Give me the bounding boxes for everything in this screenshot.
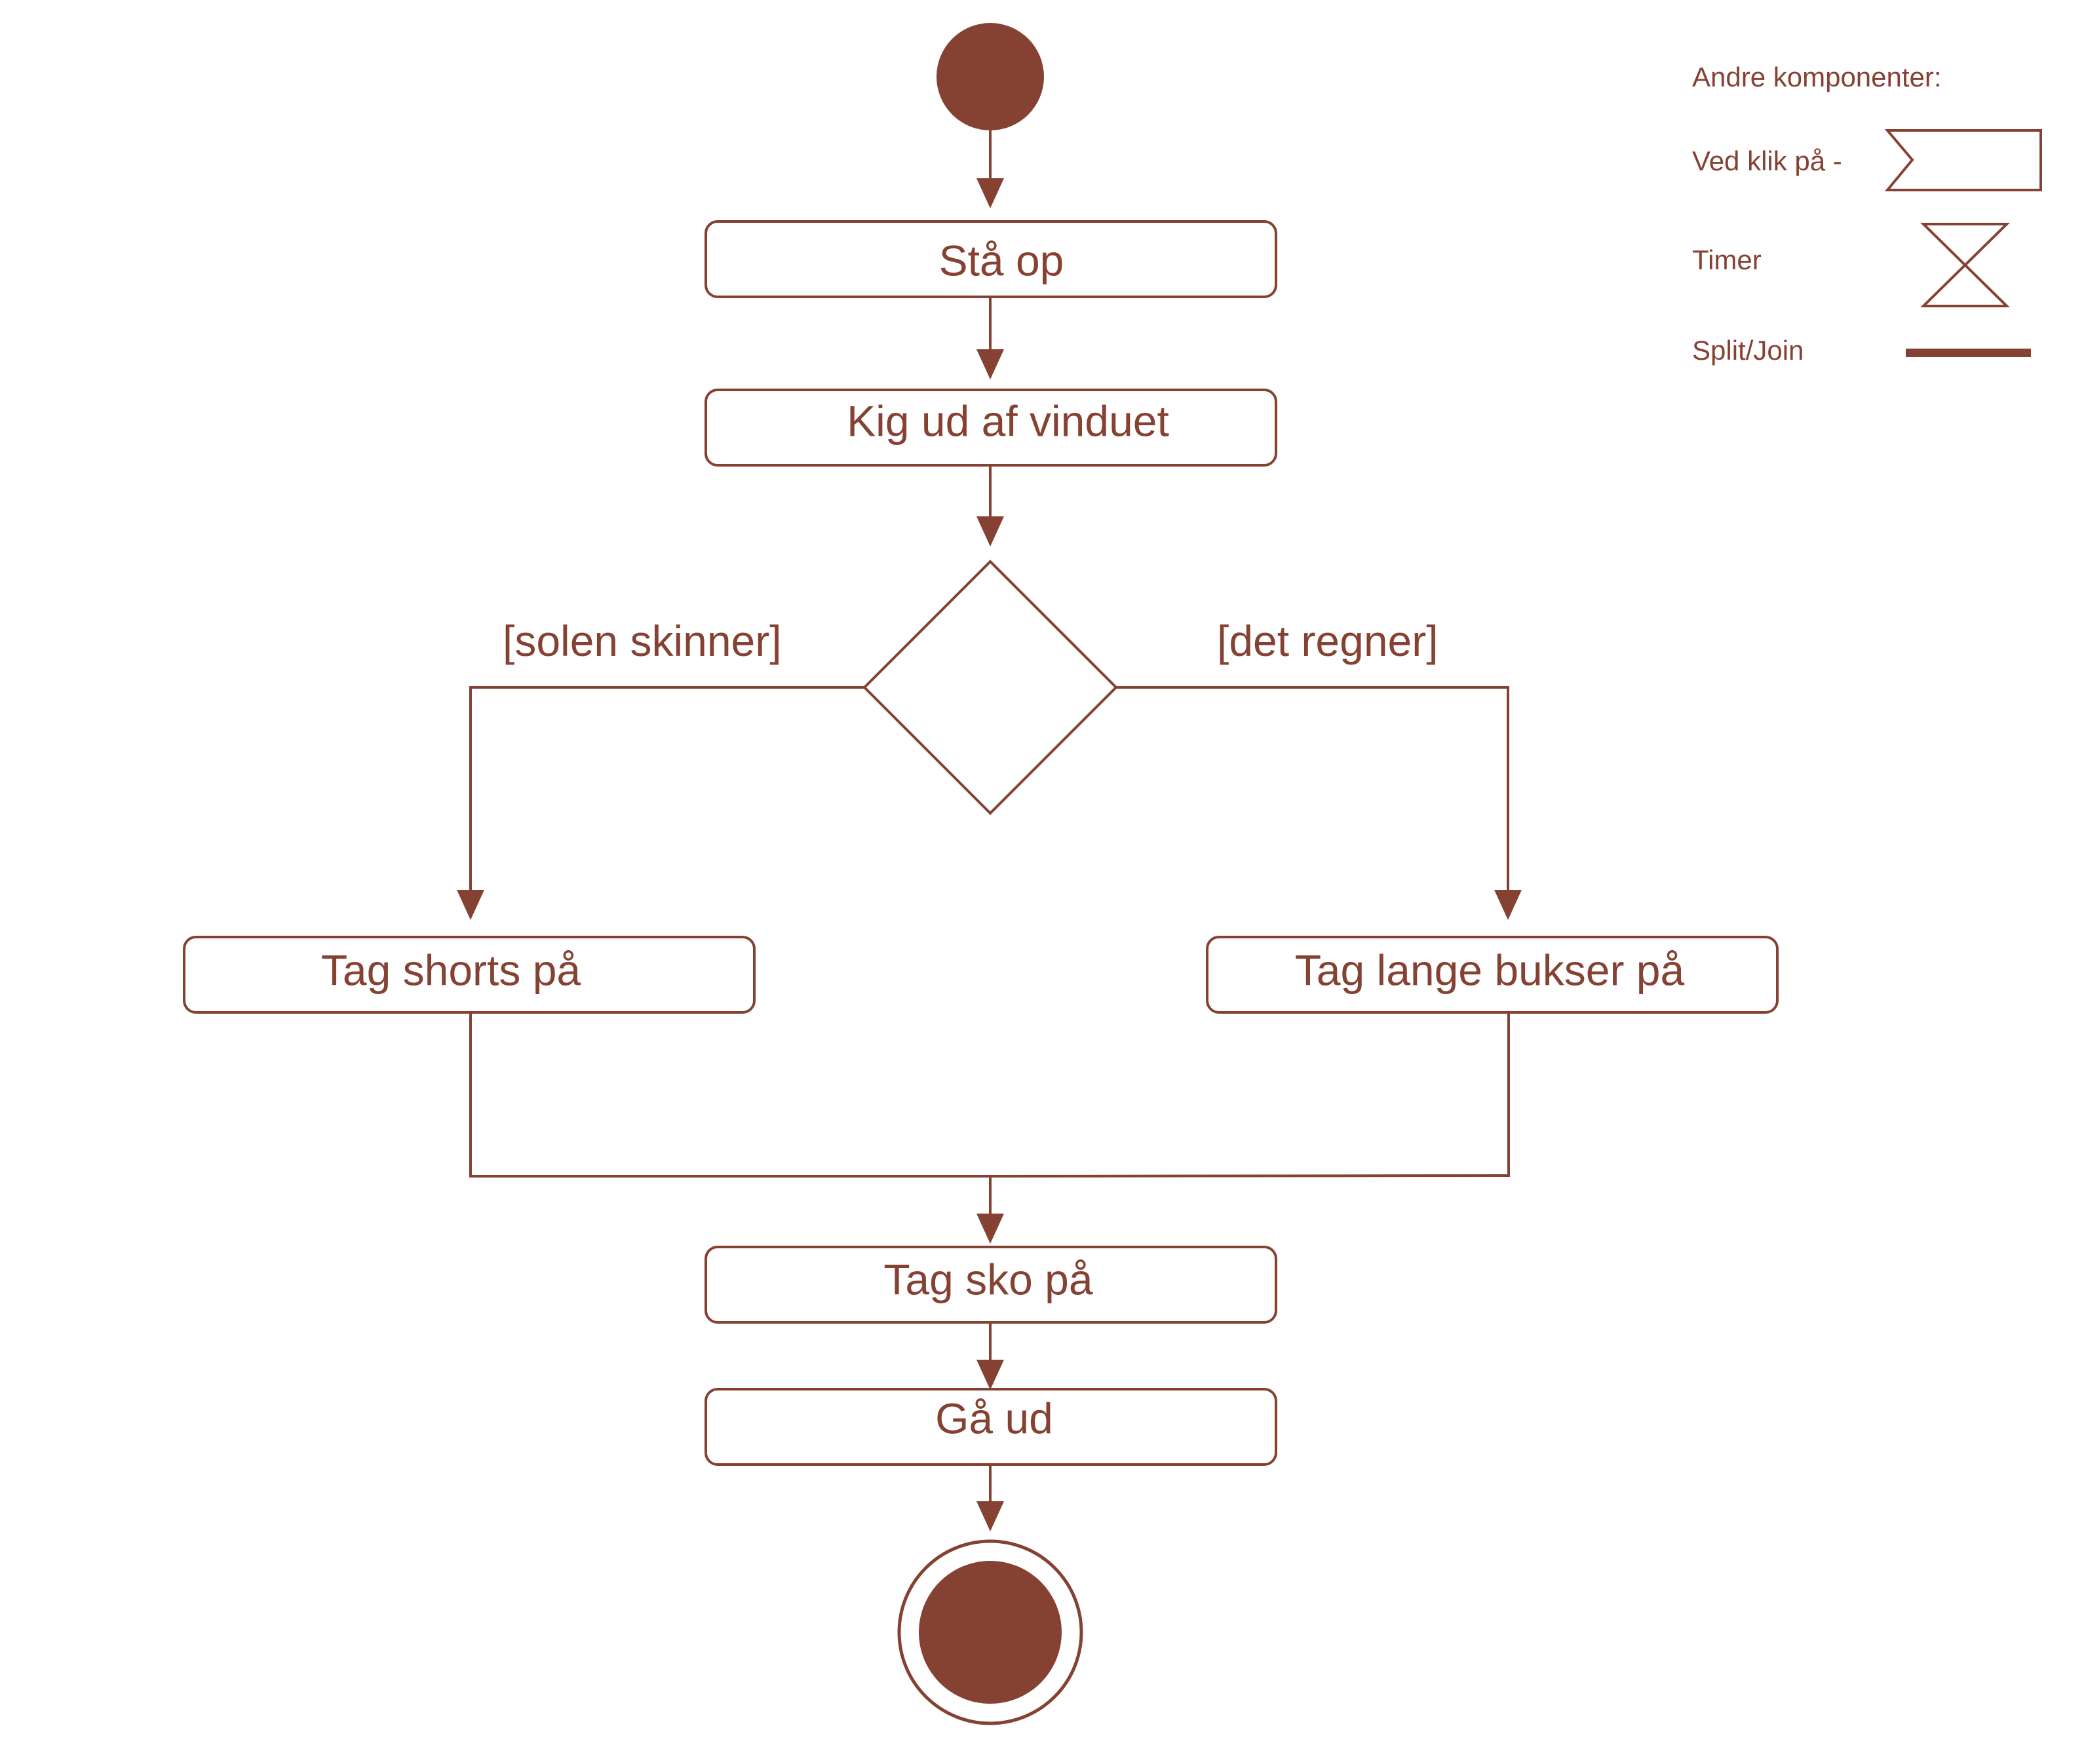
legend-item-label: Ved klik på -	[1692, 145, 1842, 176]
action-ga-ud: Gå ud	[705, 1388, 1277, 1466]
action-sta-op-label: Stå op	[939, 236, 1064, 284]
arrowhead	[976, 1214, 1004, 1244]
guard-det-regner: [det regner]	[1217, 617, 1439, 665]
decision-node	[862, 560, 1118, 815]
flow-shorts-to-merge	[469, 1012, 990, 1178]
action-sko-label: Tag sko på	[883, 1255, 1092, 1303]
legend-title: Andre komponenter:	[1692, 62, 1942, 92]
end-node	[897, 1539, 1083, 1725]
arrowhead	[976, 1360, 1004, 1390]
flow-decision-to-bukser	[1116, 686, 1509, 891]
flow-decision-to-shorts	[469, 686, 864, 891]
action-bukser-label: Tag lange bukser på	[1295, 946, 1685, 994]
fork-bar-icon	[1906, 349, 2031, 357]
legend-item-label: Split/Join	[1692, 335, 1804, 366]
action-sta-op: Stå op	[705, 220, 1277, 298]
legend-item-label: Timer	[1692, 244, 1762, 275]
arrowhead	[976, 516, 1004, 546]
arrowhead	[457, 890, 484, 920]
action-sko: Tag sko på	[705, 1246, 1277, 1324]
action-bukser: Tag lange bukser på	[1206, 936, 1779, 1014]
arrowhead	[976, 178, 1004, 208]
legend: Andre komponenter: Ved klik på - Timer S…	[1692, 62, 2042, 366]
signal-receive-icon	[1884, 129, 2042, 191]
hourglass-icon	[1920, 223, 2010, 307]
arrowhead	[1494, 890, 1522, 920]
start-node	[937, 23, 1044, 130]
action-kig-ud-label: Kig ud af vinduet	[847, 396, 1169, 445]
flow-bukser-to-merge	[990, 1012, 1510, 1178]
arrowhead	[976, 349, 1004, 379]
action-shorts-label: Tag shorts på	[321, 946, 581, 994]
action-kig-ud: Kig ud af vinduet	[705, 389, 1277, 467]
guard-solen-skinner: [solen skinner]	[503, 617, 782, 665]
arrowhead	[976, 1501, 1004, 1531]
action-shorts: Tag shorts på	[183, 936, 756, 1014]
action-ga-ud-label: Gå ud	[935, 1394, 1053, 1442]
